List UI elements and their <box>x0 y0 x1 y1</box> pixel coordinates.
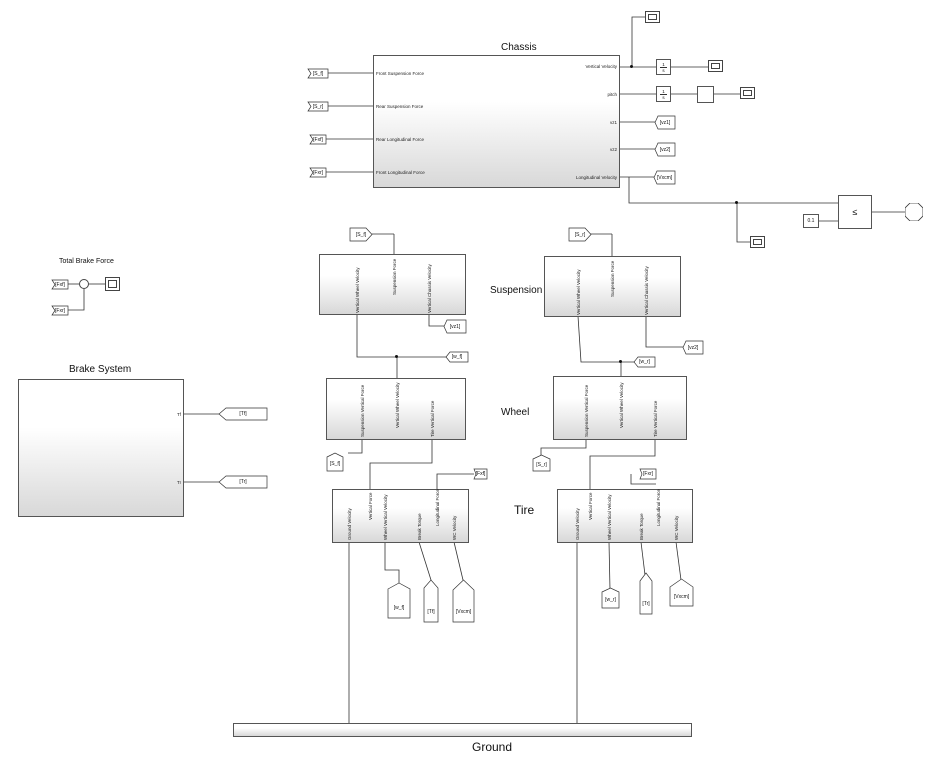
from-tag-s-f[interactable]: [S_f] <box>307 68 329 79</box>
tire-rear-block[interactable] <box>557 489 693 543</box>
chassis-title: Chassis <box>501 42 537 53</box>
scope-longitudinal-velocity[interactable] <box>750 236 765 248</box>
goto-tag-vz1[interactable]: [vz1] <box>654 115 676 130</box>
from-tag-tr[interactable]: [Tr] <box>639 572 653 615</box>
brake-system-block[interactable] <box>18 379 184 517</box>
goto-tag-w-f[interactable]: [w_f] <box>445 351 469 363</box>
tire-rear-port-longitudinal-force: Longitudinal Force <box>656 488 661 526</box>
wheel-rear-port-tire-vertical-force: Tire Vertical Force <box>653 400 658 437</box>
goto-tag-s-r-wheel[interactable]: [S_r] <box>532 454 551 472</box>
goto-tag-s-f-wheel[interactable]: [S_f] <box>326 452 344 472</box>
wheel-label: Wheel <box>501 407 530 418</box>
scope-pitch[interactable] <box>740 87 755 99</box>
wheel-front-port-vertical-wheel-velocity: Vertical Wheel Velocity <box>395 382 400 428</box>
tire-front-port-break-torque: Break Torque <box>417 513 422 540</box>
wheel-front-port-tire-vertical-force: Tire Vertical Force <box>430 400 435 437</box>
constant-block[interactable]: 0.1 <box>803 214 819 228</box>
tire-front-port-vertical-force: Vertical Force <box>368 492 373 520</box>
from-tag-tf[interactable]: [Tf] <box>423 579 439 623</box>
goto-tag-vz2[interactable]: [vz2] <box>654 142 676 157</box>
chassis-port-vz2: vz2 <box>609 147 617 152</box>
goto-tag-vxcm[interactable]: [Vxcm] <box>653 170 676 185</box>
tire-front-port-wheel-vertical-velocity: Wheel Vertical Velocity <box>383 494 388 540</box>
goto-tag-tr[interactable]: [Tr] <box>218 475 268 489</box>
junction-dot <box>395 355 398 358</box>
from-tag-s-r-suspension[interactable]: [S_r] <box>568 227 592 242</box>
tire-rear-port-break-torque: Break Torque <box>639 513 644 540</box>
sum-block[interactable] <box>79 279 89 289</box>
brake-port-tr: Tr <box>177 480 182 485</box>
tire-front-port-ground-velocity: Ground Velocity <box>347 508 352 540</box>
chassis-port-rear-suspension-force: Rear Suspension Force <box>376 104 424 109</box>
tire-rear-port-wheel-vertical-velocity: Wheel Vertical Velocity <box>607 494 612 540</box>
from-tag-fxr-tire[interactable]: [Fxr] <box>639 468 657 480</box>
goto-tag-w-r[interactable]: [w_r] <box>633 356 656 368</box>
gain-block[interactable] <box>697 86 714 103</box>
from-tag-vxcm-front[interactable]: [Vxcm] <box>452 579 475 623</box>
scope-total-brake-force[interactable] <box>105 277 120 291</box>
wheel-rear-port-vertical-wheel-velocity: Vertical Wheel Velocity <box>619 382 624 428</box>
ground-label: Ground <box>472 740 513 754</box>
wheel-front-block[interactable] <box>326 378 466 440</box>
chassis-port-pitch: pitch <box>607 92 617 97</box>
tire-rear-port-ground-velocity: Ground Velocity <box>575 508 580 540</box>
from-tag-s-r[interactable]: [S_r] <box>307 101 329 112</box>
tire-label: Tire <box>514 503 535 517</box>
chassis-port-vertical-velocity: Vertical Velocity <box>585 64 617 69</box>
suspension-front-port-vertical-wheel-velocity: Vertical Wheel Velocity <box>355 267 360 313</box>
suspension-rear-port-suspension-force: Suspension Force <box>610 260 615 297</box>
goto-tag-vz2-suspension[interactable]: [vz2] <box>682 340 704 355</box>
chassis-block[interactable] <box>373 55 620 188</box>
from-tag-fxf-brake[interactable]: [Fxf] <box>51 279 69 290</box>
goto-tag-vz1-suspension[interactable]: [vz1] <box>443 319 467 334</box>
from-tag-s-f-suspension[interactable]: [S_f] <box>349 227 373 242</box>
tire-front-block[interactable] <box>332 489 469 543</box>
chassis-port-front-longitudinal-force: Front Longitudinal Force <box>376 170 425 175</box>
tire-rear-port-vertical-force: Vertical Force <box>588 492 593 520</box>
suspension-front-block[interactable] <box>319 254 466 315</box>
suspension-rear-port-vertical-wheel-velocity: Vertical Wheel Velocity <box>576 269 581 315</box>
from-tag-fxr[interactable]: [Fxr] <box>309 167 327 178</box>
from-tag-vxcm-rear[interactable]: [Vxcm] <box>669 578 694 607</box>
wheel-rear-port-suspension-vertical-force: Suspension Vertical Force <box>584 384 589 437</box>
junction-dot <box>630 65 633 68</box>
from-tag-w-r[interactable]: [w_r] <box>601 587 620 609</box>
scope-vertical-velocity[interactable] <box>645 11 660 23</box>
chassis-port-front-suspension-force: Front Suspension Force <box>376 71 425 76</box>
suspension-rear-block[interactable] <box>544 256 681 317</box>
junction-dot <box>619 360 622 363</box>
brake-port-tf: Tf <box>177 412 181 417</box>
junction-dot <box>735 201 738 204</box>
from-tag-w-f[interactable]: [w_f] <box>387 582 411 619</box>
suspension-label: Suspension <box>490 285 543 296</box>
ground-block[interactable] <box>233 723 692 737</box>
suspension-front-port-vertical-chassis-velocity: Vertical Chassis Velocity <box>427 264 432 313</box>
tire-rear-port-wc-velocity: WC Velocity <box>674 515 679 540</box>
from-tag-fxf[interactable]: [Fxf] <box>309 134 327 145</box>
wheel-front-port-suspension-vertical-force: Suspension Vertical Force <box>360 384 365 437</box>
stop-simulation-block[interactable] <box>905 203 923 221</box>
goto-tag-tf[interactable]: [Tf] <box>218 407 268 421</box>
total-brake-force-title: Total Brake Force <box>59 258 114 265</box>
chassis-port-longitudinal-velocity: Longitudinal Velocity <box>575 175 617 180</box>
suspension-rear-port-vertical-chassis-velocity: Vertical Chassis Velocity <box>644 266 649 315</box>
from-tag-fxf-tire[interactable]: [Fxf] <box>473 468 488 480</box>
wheel-rear-block[interactable] <box>553 376 687 440</box>
tire-front-port-wc-velocity: WC Velocity <box>452 515 457 540</box>
from-tag-fxr-brake[interactable]: [Fxr] <box>51 305 69 316</box>
suspension-front-port-suspension-force: Suspension Force <box>392 258 397 295</box>
chassis-port-vz1: vz1 <box>609 120 617 125</box>
tire-front-port-longitudinal-force: Longitudinal Force <box>435 488 440 526</box>
chassis-port-rear-longitudinal-force: Rear Longitudinal Force <box>376 137 425 142</box>
scope-position[interactable] <box>708 60 723 72</box>
brake-system-title: Brake System <box>69 364 132 375</box>
relational-operator-block[interactable]: ≤ <box>838 195 872 229</box>
